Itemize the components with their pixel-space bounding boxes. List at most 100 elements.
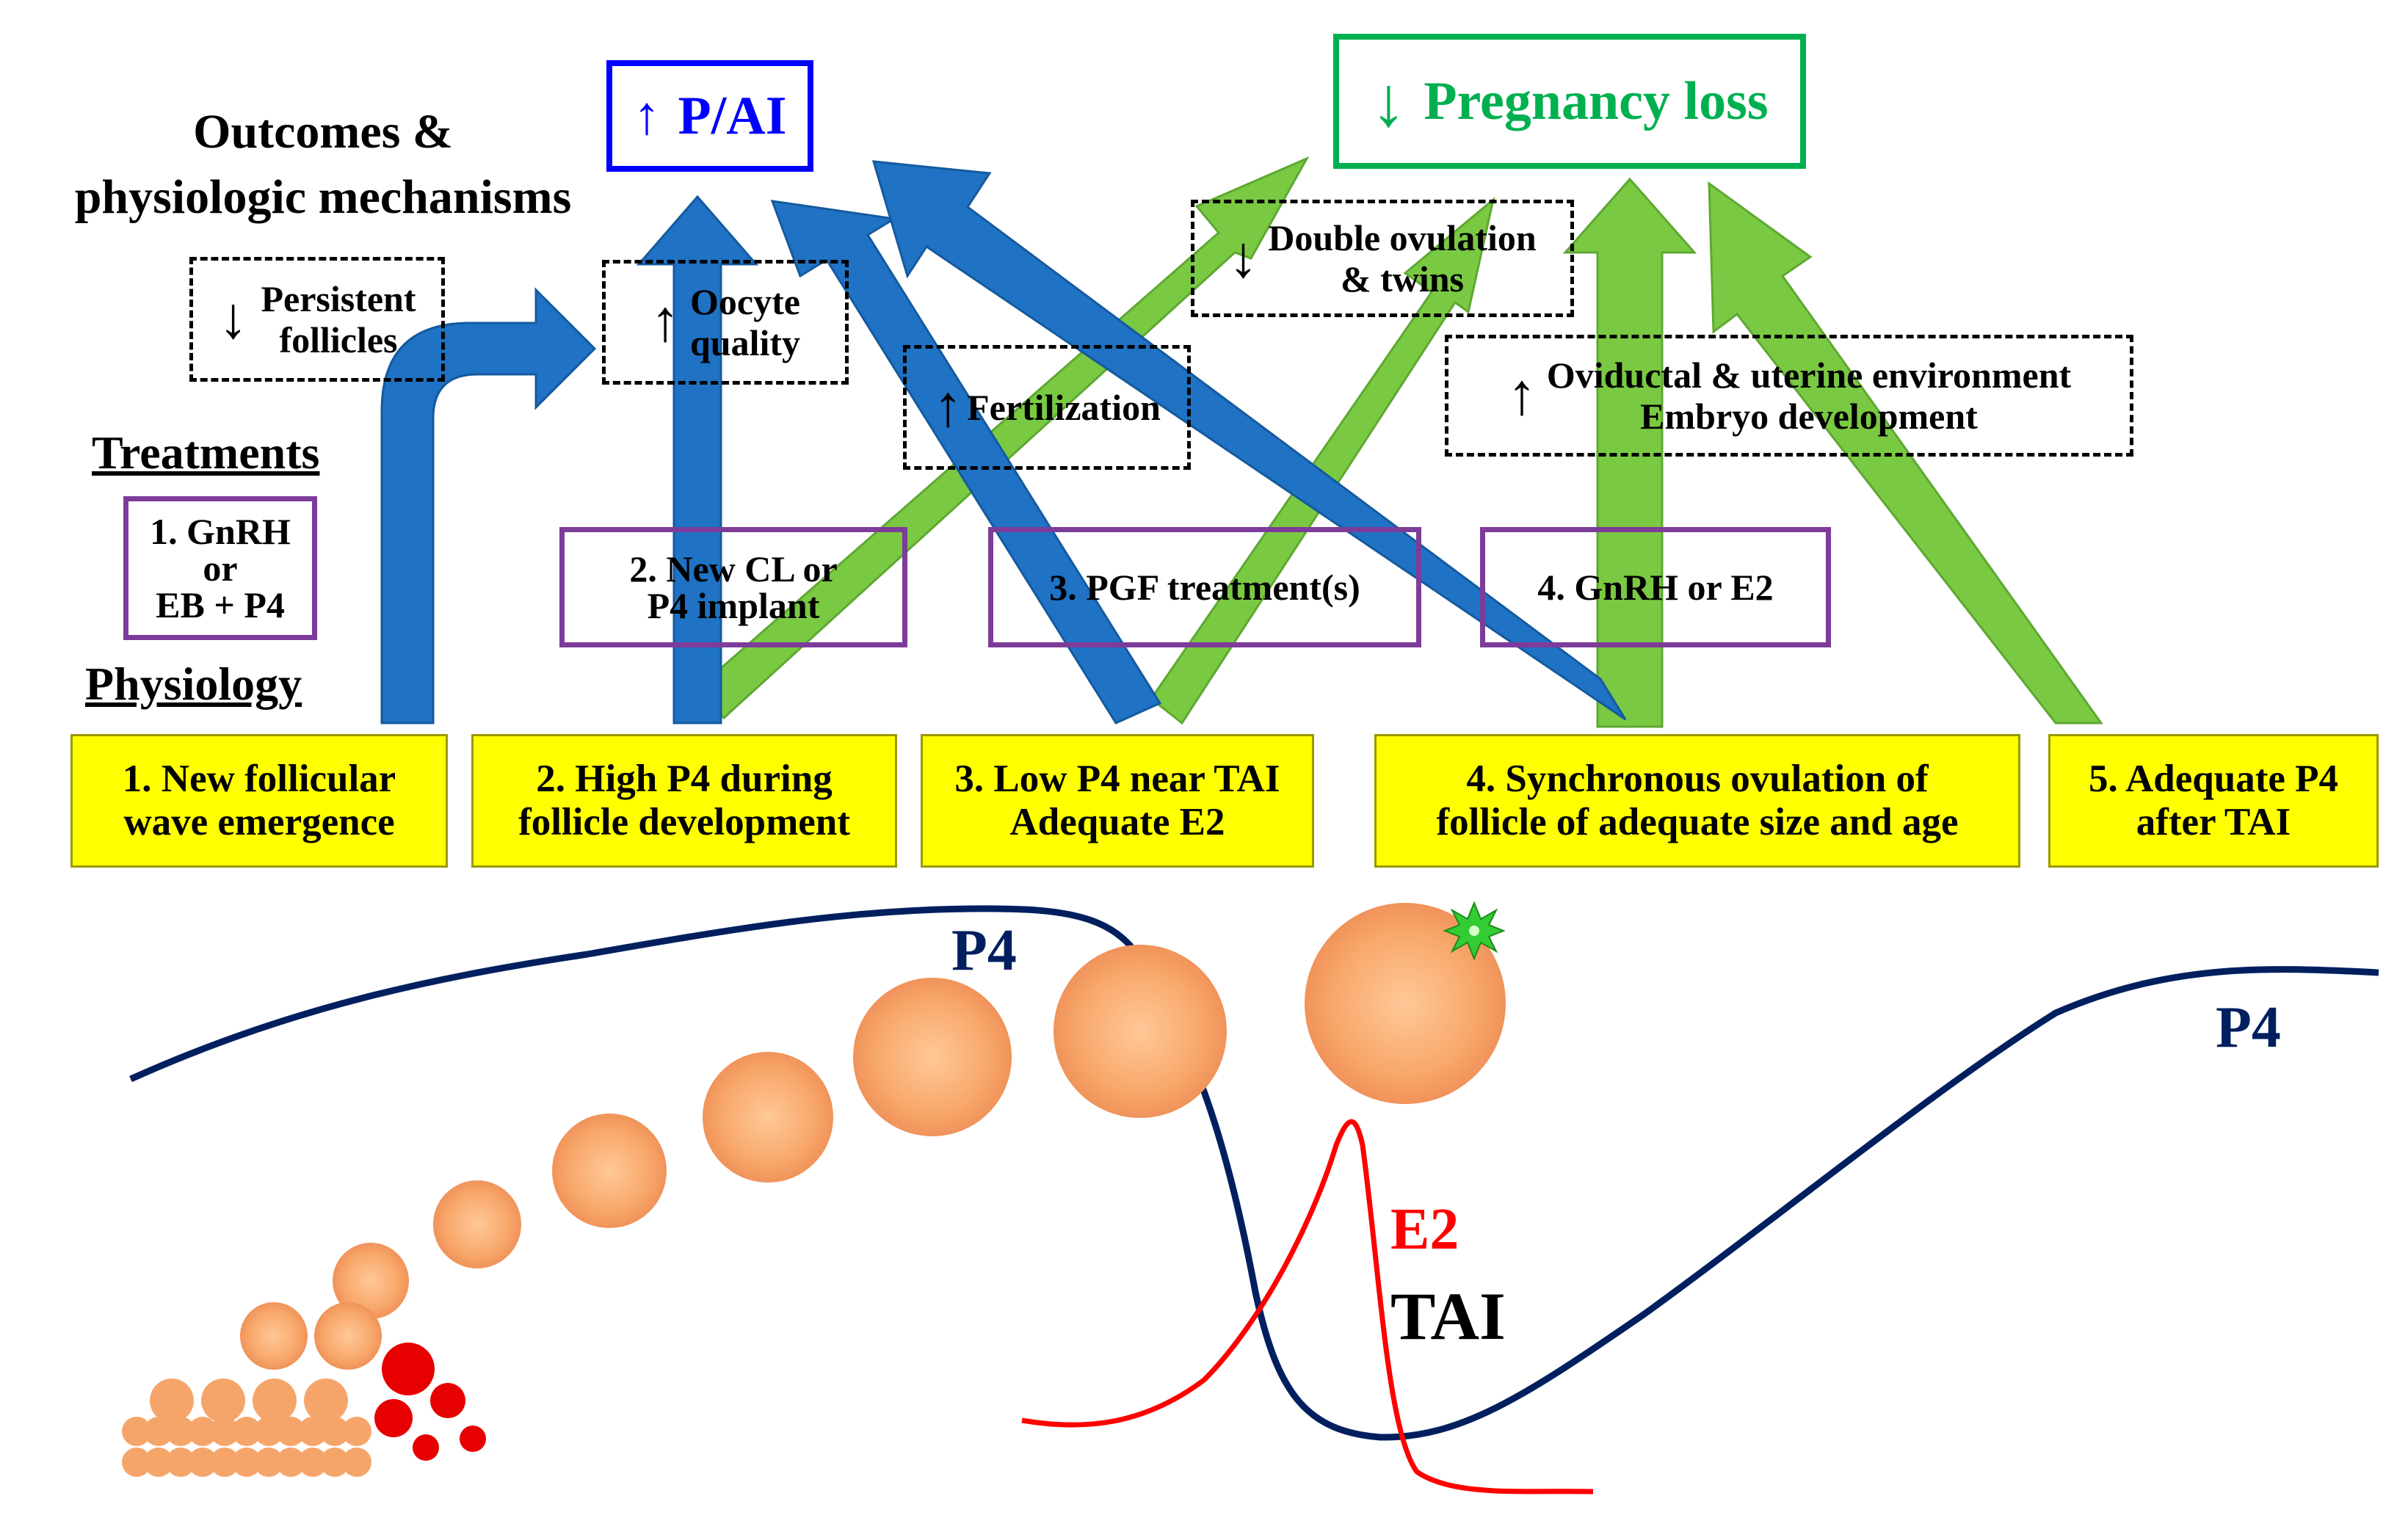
- physiology-text: 1. New follicular: [122, 757, 396, 800]
- small-follicle: [144, 1417, 173, 1446]
- small-follicle: [188, 1448, 217, 1477]
- green-arrow-implant-to-double-ovulation: [694, 156, 1310, 720]
- mechanism-text: Embryo development: [1640, 396, 1978, 437]
- small-follicle: [254, 1448, 283, 1477]
- treatment-text: EB + P4: [156, 584, 285, 625]
- follicle: [433, 1180, 521, 1268]
- diagram-header: Outcomes & physiologic mechanisms: [22, 99, 624, 230]
- physiology-text: 5. Adequate P4: [2088, 757, 2339, 800]
- follicle: [1305, 903, 1506, 1104]
- e2-curve: [1021, 1119, 1594, 1495]
- blue-arrow-wave-to-oocyte: [380, 287, 597, 724]
- up-arrow-icon: ↑: [1506, 363, 1537, 428]
- small-follicle: [166, 1448, 195, 1477]
- physiology-text: 3. Low P4 near TAI: [954, 757, 1280, 800]
- small-follicle: [122, 1448, 151, 1477]
- treatment-text: 4. GnRH or E2: [1537, 567, 1774, 608]
- label-p4-right: P4: [2216, 995, 2281, 1060]
- label-tai: TAI: [1390, 1279, 1506, 1354]
- mechanism-fertilization: ↑ Fertilization: [903, 345, 1191, 470]
- mechanism-text: Oviductal & uterine environment: [1546, 355, 2072, 396]
- down-arrow-icon: ↓: [1371, 62, 1407, 141]
- small-follicle: [253, 1379, 297, 1423]
- physiology-text: 2. High P4 during: [536, 757, 833, 800]
- follicle: [853, 978, 1012, 1136]
- label-p4-left: P4: [951, 918, 1017, 983]
- mechanism-oocyte-quality: ↑ Oocyte quality: [602, 260, 849, 385]
- mechanism-text: Double ovulation: [1268, 217, 1537, 258]
- small-follicle: [320, 1417, 349, 1446]
- physiology-text: wave emergence: [123, 801, 395, 843]
- treatment-4: 4. GnRH or E2: [1480, 527, 1831, 647]
- physiology-1: 1. New follicular wave emergence: [70, 734, 448, 868]
- mechanism-persistent-follicles: ↓ Persistent follicles: [189, 257, 445, 382]
- mechanism-text: Fertilization: [967, 387, 1161, 428]
- section-physiology: Physiology: [85, 658, 302, 710]
- small-follicle: [342, 1417, 371, 1446]
- small-follicle: [166, 1417, 195, 1446]
- blue-arrows: [380, 160, 1627, 724]
- treatment-text: 1. GnRH: [150, 511, 291, 552]
- follicle: [240, 1302, 308, 1370]
- mechanism-text: Oocyte: [690, 281, 800, 322]
- mechanism-text: Persistent: [261, 278, 416, 319]
- red-follicle: [460, 1426, 486, 1452]
- follicles: [240, 903, 1506, 1370]
- mechanism-text: quality: [689, 322, 801, 363]
- p4-curve: [129, 905, 2379, 1441]
- mechanism-text: & twins: [1340, 258, 1465, 299]
- up-arrow-icon: ↑: [633, 85, 661, 146]
- physiology-text: follicle of adequate size and age: [1436, 801, 1959, 843]
- physiology-text: 4. Synchronous ovulation of: [1466, 757, 1929, 800]
- treatment-text: P4 implant: [647, 585, 820, 626]
- mechanism-text: follicles: [279, 319, 398, 360]
- small-follicle: [210, 1417, 239, 1446]
- small-follicle: [122, 1417, 151, 1446]
- follicle: [1054, 945, 1227, 1118]
- physiology-5: 5. Adequate P4 after TAI: [2048, 734, 2379, 868]
- small-follicle: [232, 1448, 261, 1477]
- up-arrow-icon: ↑: [650, 289, 680, 355]
- small-follicle: [144, 1448, 173, 1477]
- down-arrow-icon: ↓: [1228, 225, 1258, 291]
- outcome-pregnancy-loss: ↓ Pregnancy loss: [1333, 34, 1806, 169]
- mechanism-oviductal-environment: ↑ Oviductal & uterine environment Embryo…: [1445, 335, 2133, 457]
- blue-arrow-gnrh-to-pai: [871, 160, 1627, 721]
- label-e2: E2: [1390, 1197, 1459, 1262]
- small-follicle: [276, 1417, 305, 1446]
- small-follicle: [254, 1417, 283, 1446]
- red-follicle: [413, 1434, 439, 1461]
- ovulation-burst-icon: [1443, 901, 1506, 961]
- down-arrow-icon: ↓: [218, 286, 248, 352]
- physiology-text: follicle development: [518, 801, 850, 843]
- treatment-3: 3. PGF treatment(s): [988, 527, 1421, 647]
- small-follicle: [150, 1379, 194, 1423]
- atretic-follicles: [374, 1343, 486, 1461]
- follicle: [333, 1243, 409, 1319]
- section-treatments: Treatments: [92, 426, 320, 479]
- outcome-pregnancy-loss-label: Pregnancy loss: [1424, 70, 1769, 131]
- treatment-text: or: [203, 548, 238, 589]
- follicle: [703, 1052, 833, 1183]
- treatment-2: 2. New CL or P4 implant: [559, 527, 907, 647]
- physiology-4: 4. Synchronous ovulation of follicle of …: [1374, 734, 2020, 868]
- red-follicle: [430, 1383, 465, 1418]
- treatment-1: 1. GnRH or EB + P4: [123, 496, 317, 640]
- physiology-text: Adequate E2: [1009, 801, 1225, 843]
- treatment-text: 3. PGF treatment(s): [1049, 567, 1360, 608]
- small-follicle: [201, 1379, 245, 1423]
- green-arrow-pgf-to-pregnancy-loss: [1149, 197, 1495, 725]
- small-follicle: [210, 1448, 239, 1477]
- small-follicle: [188, 1417, 217, 1446]
- outcome-pai-label: P/AI: [678, 85, 787, 146]
- outcome-pai: ↑ P/AI: [606, 60, 813, 172]
- small-follicle: [232, 1417, 261, 1446]
- small-follicle: [320, 1448, 349, 1477]
- small-follicle: [298, 1448, 327, 1477]
- small-follicle: [276, 1448, 305, 1477]
- small-follicle: [298, 1417, 327, 1446]
- up-arrow-icon: ↑: [933, 374, 963, 440]
- header-line2: physiologic mechanisms: [74, 170, 572, 225]
- red-follicle: [382, 1343, 435, 1395]
